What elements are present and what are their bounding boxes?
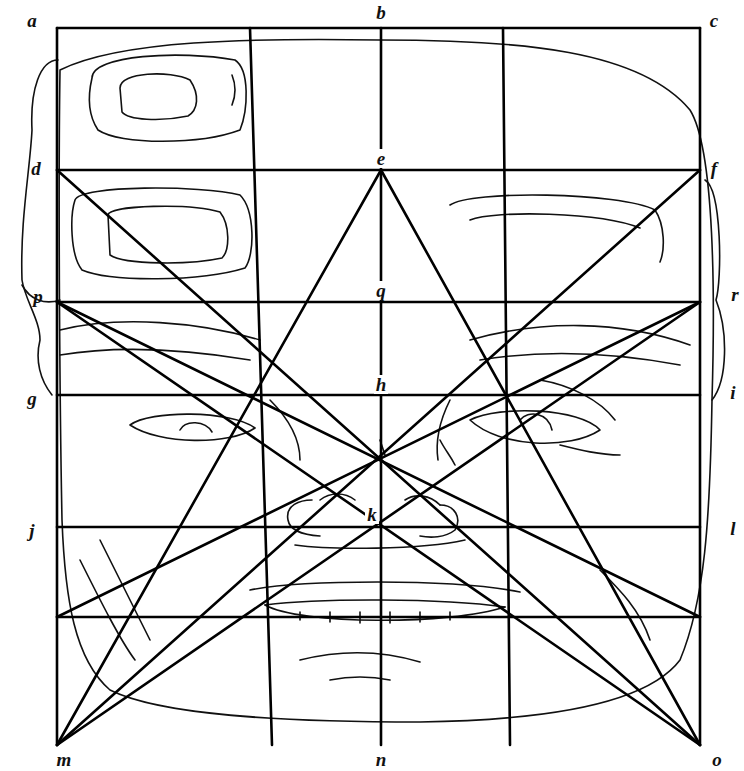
point-letter: a	[25, 11, 39, 30]
point-letter: h	[374, 375, 389, 394]
point-letter: g	[25, 389, 39, 408]
point-letter: i	[728, 383, 737, 402]
point-letter: k	[365, 505, 379, 524]
point-letter: p	[31, 287, 45, 306]
point-letter: n	[374, 750, 389, 769]
point-letter: m	[55, 750, 74, 769]
point-letter: j	[27, 521, 36, 540]
point-letter: r	[729, 285, 740, 304]
point-letter: d	[29, 159, 43, 178]
point-letter: q	[374, 281, 388, 300]
point-letter: o	[710, 750, 724, 769]
point-letter: l	[728, 519, 737, 538]
point-letter: c	[708, 11, 720, 30]
point-letter: e	[375, 149, 387, 168]
point-letter: f	[709, 159, 719, 178]
point-letter: b	[374, 3, 388, 22]
proportion-grid	[57, 28, 700, 745]
